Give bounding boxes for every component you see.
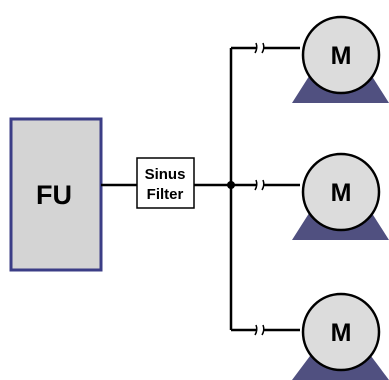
motor-1-body [301,15,381,95]
motor-branch-1: M [231,15,389,103]
cable-break-icon [254,179,265,191]
sinus-filter-box [136,157,195,209]
cable-break-icon [254,42,265,54]
motor-2-label: M [331,179,352,207]
motor-3-body [301,292,381,372]
motor-1-label: M [331,42,352,70]
motor-2-body [301,152,381,232]
motor-branch-3: M [231,292,389,380]
cable-break-icon [254,324,265,336]
sinus-filter-label-line1: Sinus [145,166,186,183]
motor-branch-2: M [231,152,389,240]
frequency-converter-label: FU [36,180,72,210]
frequency-converter-box [9,117,103,272]
motor-3-label: M [331,319,352,347]
sinus-filter-label-line2: Filter [147,186,184,203]
